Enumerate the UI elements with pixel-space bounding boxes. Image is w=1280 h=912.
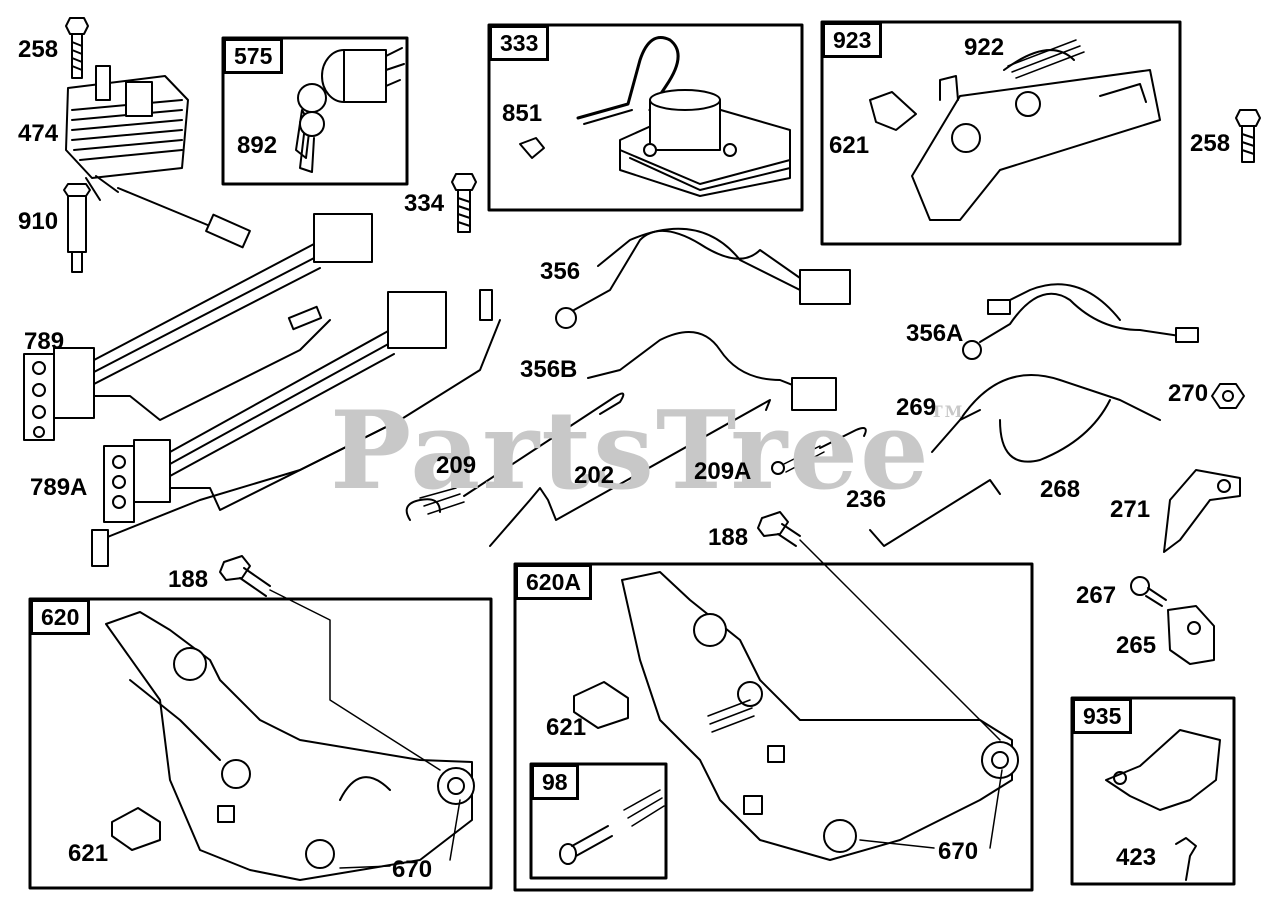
box-333-frame — [487, 23, 804, 212]
callout-334: 334 — [404, 190, 445, 217]
screw-spring-98 — [559, 789, 665, 865]
callout-268: 268 — [1040, 476, 1081, 503]
throttle-control-923 — [869, 39, 1161, 221]
spacer-910 — [63, 183, 91, 273]
wire-356 — [555, 227, 851, 329]
box-98-frame — [529, 762, 668, 880]
spring-209A — [771, 427, 867, 475]
callout-209A: 209A — [694, 458, 752, 485]
callout-789: 789 — [24, 328, 65, 355]
box-620-frame — [28, 597, 493, 890]
clip-621-left — [111, 807, 161, 851]
callout-423: 423 — [1116, 844, 1157, 871]
callout-188-center: 188 — [708, 524, 749, 551]
clamp-265 — [1167, 605, 1215, 665]
bolt-188-left — [219, 555, 271, 597]
callout-209: 209 — [436, 452, 477, 479]
spring-209 — [405, 392, 625, 521]
armature-474 — [65, 65, 251, 249]
screw-267 — [1130, 576, 1167, 607]
callout-789A: 789A — [30, 474, 88, 501]
key-switch-575 — [295, 47, 405, 173]
box-98-tag: 98 — [531, 764, 579, 800]
box-575-tag: 575 — [223, 38, 284, 74]
link-236 — [869, 479, 1001, 547]
wire-356A — [962, 283, 1199, 360]
bolt-258-top-left — [65, 17, 89, 79]
box-575-frame — [221, 36, 409, 186]
box-923-tag: 923 — [822, 22, 883, 58]
callout-910: 910 — [18, 208, 59, 235]
bolt-188-center — [757, 511, 801, 547]
bracket-935 — [1105, 729, 1221, 881]
box-333-tag: 333 — [489, 25, 550, 61]
link-202 — [489, 399, 771, 547]
partstree-watermark: PartsTreeTM — [330, 388, 965, 514]
callout-621-box620A: 621 — [546, 714, 587, 741]
box-620A-tag: 620A — [515, 564, 592, 600]
leader-lines — [269, 539, 1003, 869]
callout-236: 236 — [846, 486, 887, 513]
callout-356B: 356B — [520, 356, 578, 383]
callout-356: 356 — [540, 258, 581, 285]
callout-270: 270 — [1168, 380, 1209, 407]
callout-670-box620A: 670 — [938, 838, 979, 865]
callout-851: 851 — [502, 100, 543, 127]
callout-892: 892 — [237, 132, 278, 159]
bolt-258-right — [1235, 109, 1261, 163]
wire-356B — [587, 331, 837, 411]
callout-621-box620: 621 — [68, 840, 109, 867]
callout-267: 267 — [1076, 582, 1117, 609]
box-935-tag: 935 — [1072, 698, 1133, 734]
callout-356A: 356A — [906, 320, 964, 347]
callout-922: 922 — [964, 34, 1005, 61]
clip-621-center — [573, 681, 629, 729]
harness-789A — [91, 289, 501, 567]
box-620-tag: 620 — [30, 599, 91, 635]
bolt-334 — [451, 173, 477, 233]
callout-271: 271 — [1110, 496, 1151, 523]
bracket-271 — [1163, 469, 1241, 553]
governor-control-620 — [105, 611, 475, 881]
callout-258-right: 258 — [1190, 130, 1231, 157]
callout-474: 474 — [18, 120, 59, 147]
box-923-frame — [820, 20, 1182, 246]
callout-269: 269 — [896, 394, 937, 421]
callout-670-box620: 670 — [392, 856, 433, 883]
box-620A-frame — [513, 562, 1034, 892]
box-935-frame — [1070, 696, 1236, 886]
cable-268-269 — [931, 374, 1161, 463]
callout-265: 265 — [1116, 632, 1157, 659]
callout-188-left: 188 — [168, 566, 209, 593]
callout-621-box923: 621 — [829, 132, 870, 159]
nut-270 — [1211, 383, 1245, 409]
callout-258-top-left: 258 — [18, 36, 59, 63]
governor-control-620A — [621, 571, 1019, 861]
harness-789 — [23, 213, 373, 441]
callout-202: 202 — [574, 462, 615, 489]
ignition-coil-333 — [519, 36, 791, 197]
